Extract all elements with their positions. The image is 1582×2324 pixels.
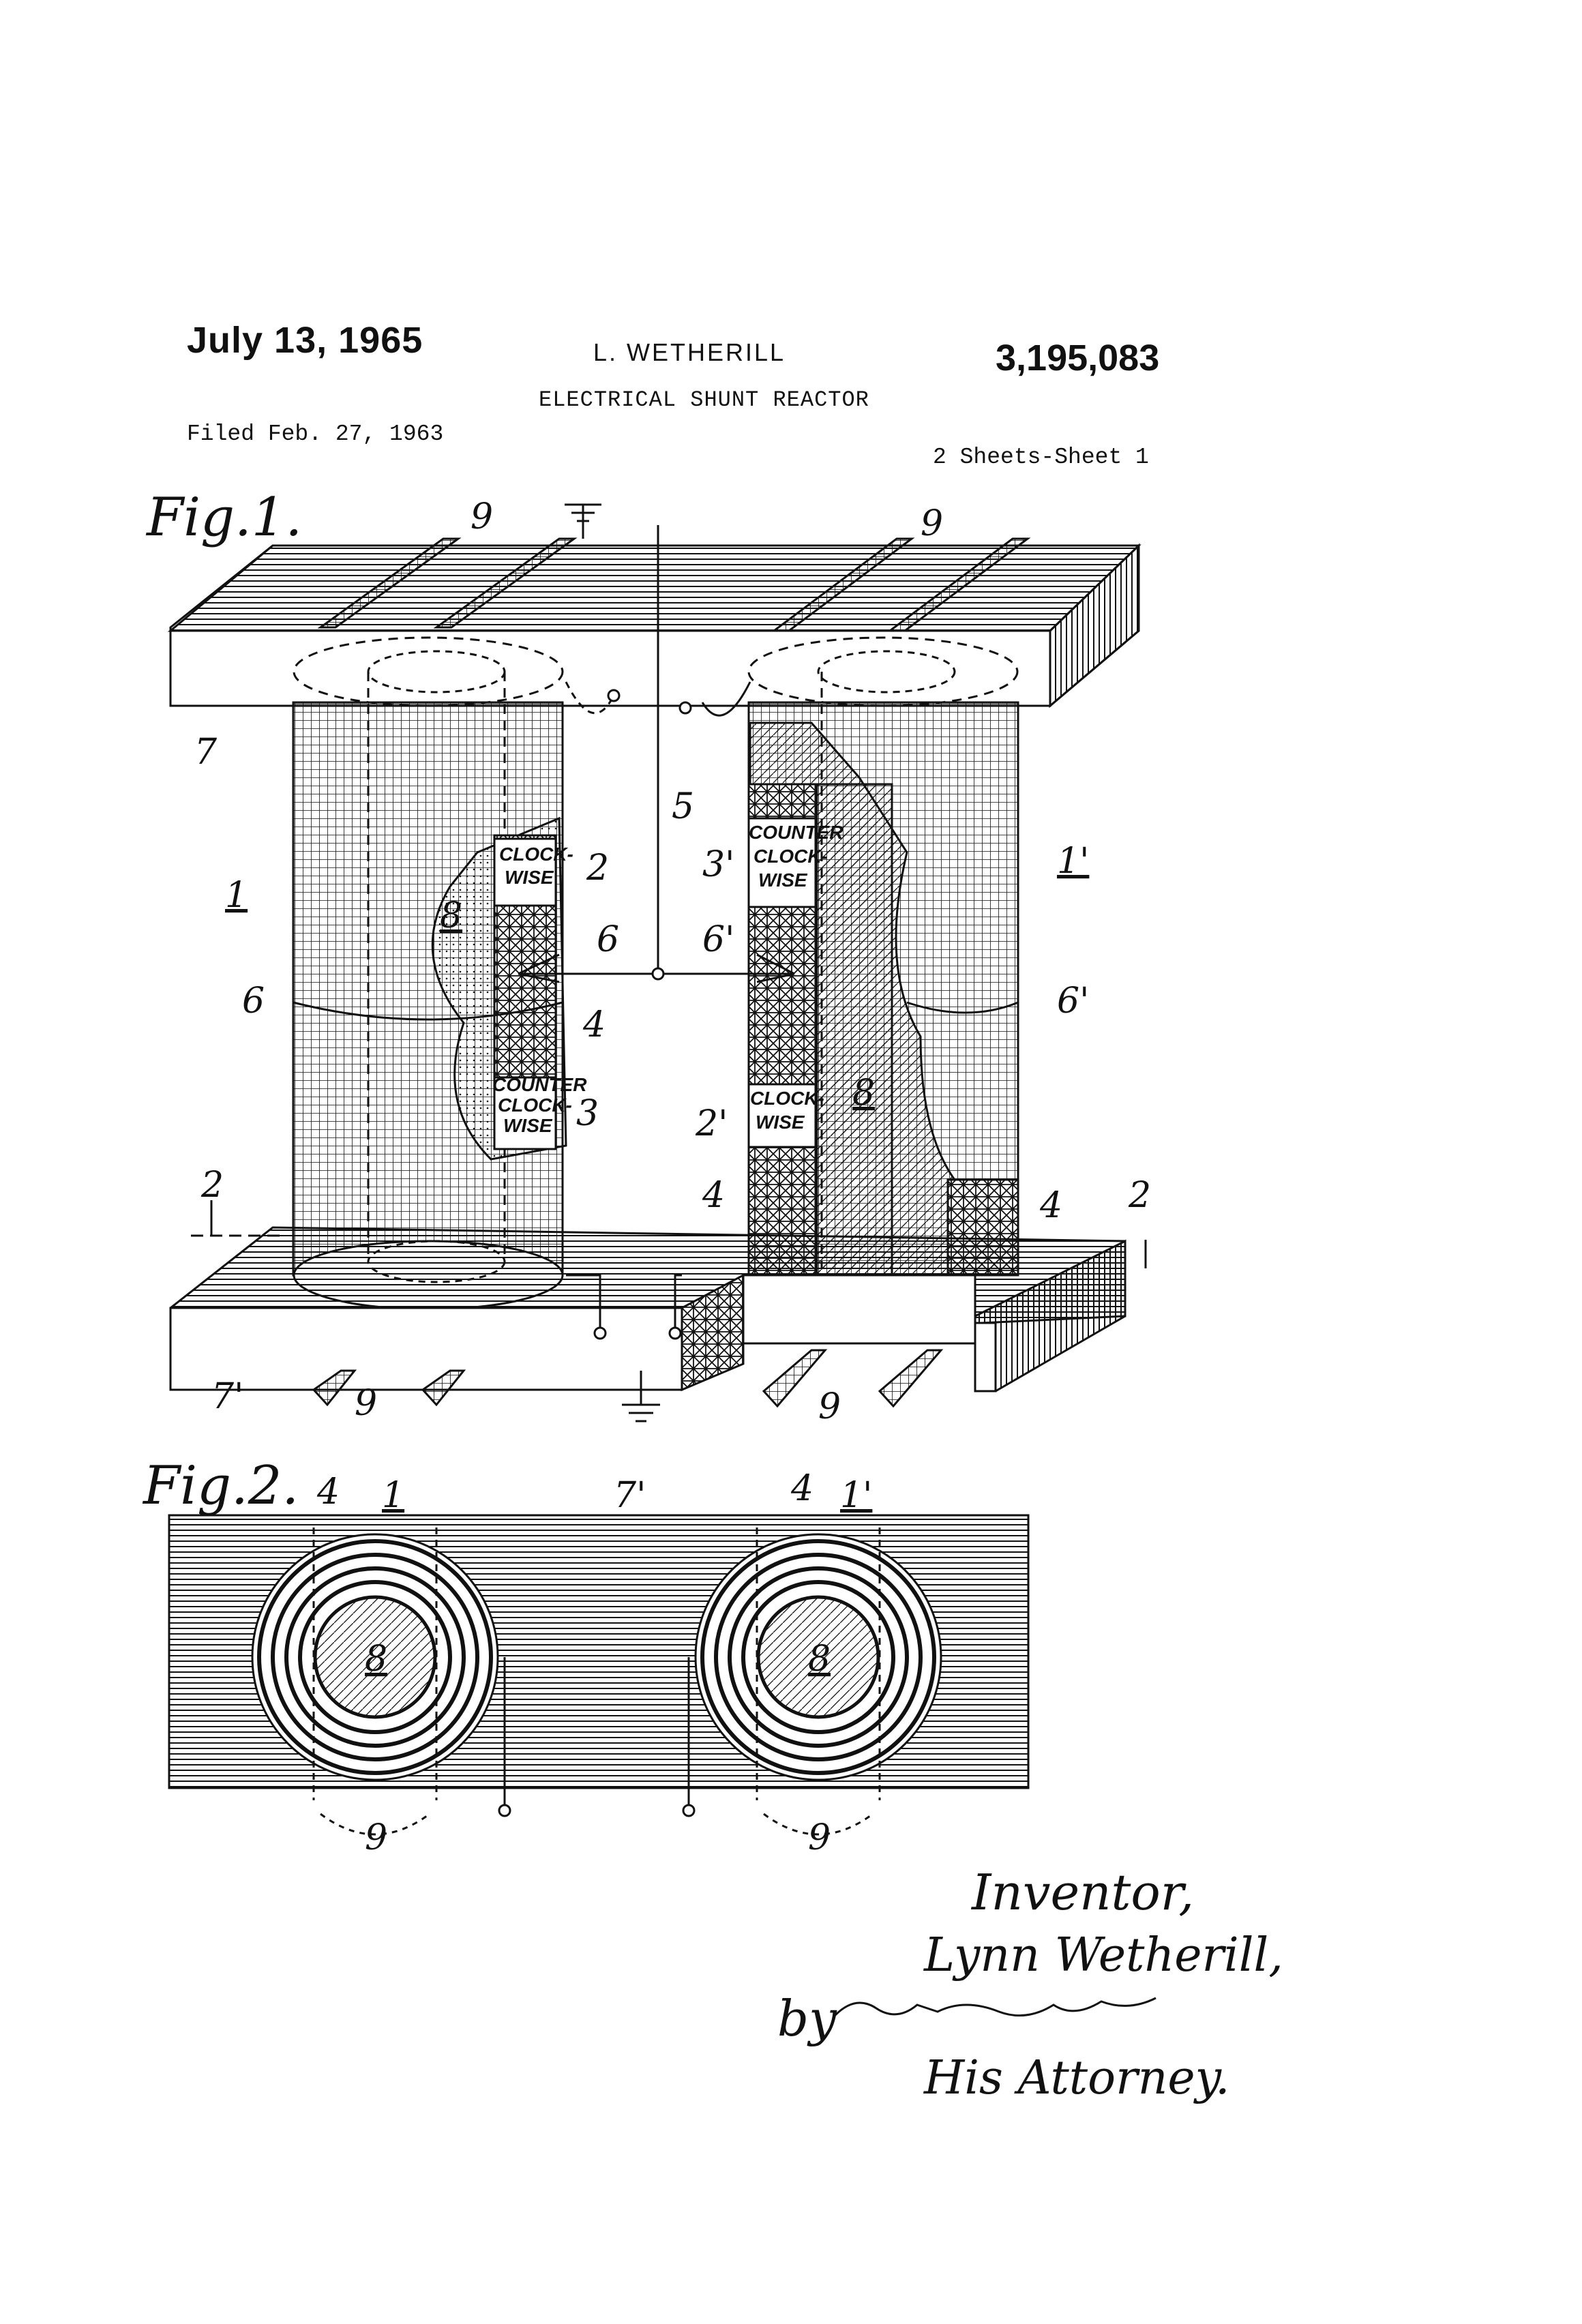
by-label: by	[777, 1990, 837, 2047]
fig2-ref-1-prime: 1'	[840, 1475, 872, 1516]
ref-9: 9	[355, 1383, 377, 1424]
ref-1: 1	[225, 875, 248, 916]
right-coil	[749, 638, 1018, 1282]
fig2-ref-4: 4	[316, 1472, 340, 1513]
fig2-figure	[169, 1515, 1028, 1834]
top-yoke	[170, 505, 1139, 706]
ref-2-prime: 2'	[695, 1103, 728, 1144]
ref-4: 4	[702, 1175, 725, 1216]
coil-label-left-bottom-3: WISE	[503, 1115, 553, 1136]
attorney-signature	[835, 1998, 1156, 2016]
ref-4: 4	[1039, 1185, 1062, 1226]
coil-label-right-top-1: COUNTER	[749, 822, 844, 843]
coil-label-right-bottom-2: WISE	[756, 1112, 805, 1133]
ref-6: 6	[242, 981, 265, 1022]
ref-9: 9	[921, 503, 943, 544]
ref-7: 7	[194, 732, 218, 773]
coil-label-left-bottom-1: COUNTER	[492, 1074, 587, 1095]
ref-1-prime: 1'	[1057, 841, 1089, 882]
ref-3-prime: 3'	[702, 844, 734, 885]
fig2-ref-7-prime: 7'	[614, 1475, 646, 1516]
ref-9: 9	[818, 1386, 841, 1427]
ref-6-prime: 6'	[702, 919, 734, 960]
ref-2: 2	[586, 848, 609, 889]
fig2-ref-9: 9	[808, 1817, 831, 1858]
fig2-ref-9: 9	[365, 1817, 387, 1858]
coil-label-right-bottom-1: CLOCK-	[750, 1088, 824, 1109]
ref-5: 5	[672, 786, 694, 827]
fig2-label: Fig.2.	[142, 1455, 299, 1517]
fig2-ref-1: 1	[382, 1475, 404, 1516]
coil-label-left-top-2: WISE	[505, 867, 554, 888]
ref-9: 9	[471, 496, 493, 537]
coil-label-right-top-3: WISE	[758, 869, 808, 891]
ref-7-prime: 7'	[211, 1376, 243, 1417]
coil-label-right-top-2: CLOCK-	[753, 846, 828, 867]
fig1-label: Fig.1.	[145, 487, 302, 548]
ref-4: 4	[582, 1004, 606, 1045]
ref-6-prime: 6'	[1057, 981, 1089, 1022]
fig2-ref-8: 8	[365, 1639, 387, 1680]
coil-label-left-bottom-2: CLOCK-	[498, 1094, 572, 1116]
ref-8: 8	[852, 1073, 875, 1114]
inventor-name: Lynn Wetherill,	[923, 1928, 1283, 1982]
fig1-figure	[170, 505, 1146, 1421]
attorney-label: His Attorney.	[923, 2051, 1230, 2105]
fig2-ref-8: 8	[808, 1639, 831, 1680]
inventor-label: Inventor,	[970, 1864, 1194, 1921]
fig2-ref-4: 4	[790, 1468, 814, 1509]
coil-label-left-top-1: CLOCK-	[499, 844, 573, 865]
ref-6: 6	[597, 919, 619, 960]
ref-8: 8	[440, 895, 462, 936]
ref-3: 3	[576, 1093, 599, 1134]
section-mark-2: 2	[200, 1165, 224, 1206]
section-mark-2: 2	[1128, 1175, 1151, 1216]
